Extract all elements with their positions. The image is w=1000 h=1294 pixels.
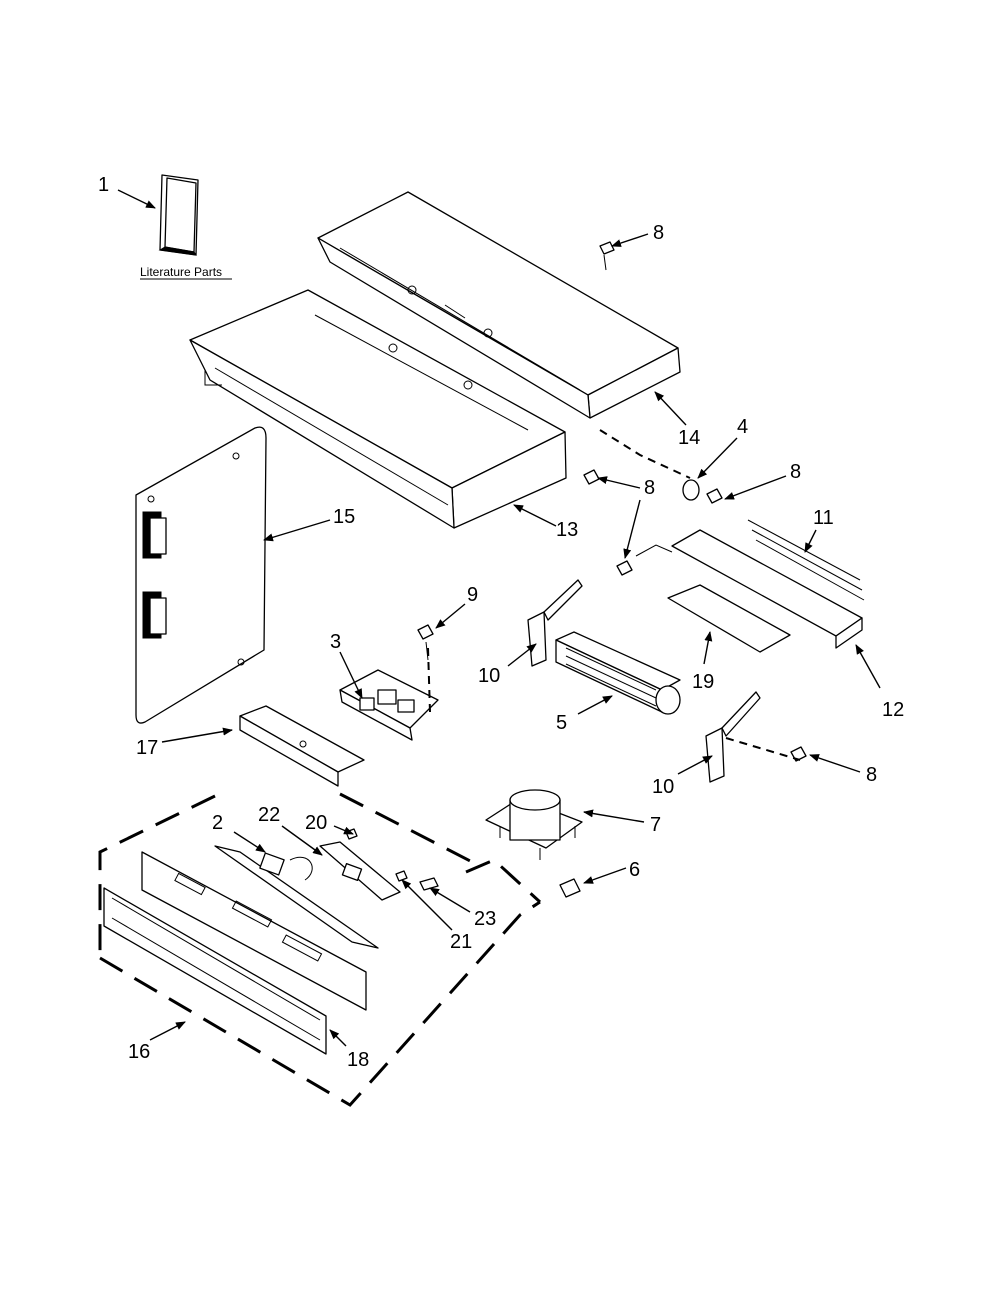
literature-caption: Literature Parts (140, 265, 222, 279)
callout-4: 4 (737, 416, 748, 438)
callout-11: 11 (813, 507, 834, 529)
callout-labels: 1 8 14 4 8 8 13 15 11 9 3 10 12 19 5 17 … (98, 174, 904, 1071)
callout-3: 3 (330, 631, 341, 653)
callout-2: 2 (212, 812, 223, 834)
callout-16: 16 (128, 1041, 150, 1063)
upper-panel (317, 191, 681, 419)
callout-7: 7 (650, 814, 661, 836)
callout-21: 21 (450, 931, 472, 953)
relay-board (339, 669, 439, 741)
callout-5: 5 (556, 712, 567, 734)
screws-and-spacer (417, 241, 807, 898)
cover-bracket (239, 705, 365, 787)
callout-8a: 8 (653, 222, 664, 244)
literature-booklet: Literature Parts (140, 174, 232, 280)
leader-lines (117, 189, 881, 1047)
callout-20: 20 (305, 812, 327, 834)
control-boards (214, 828, 439, 949)
callout-10a: 10 (478, 665, 500, 687)
callout-8b: 8 (790, 461, 801, 483)
callout-18: 18 (347, 1049, 369, 1071)
callout-14: 14 (678, 427, 700, 449)
bracket-assembly (635, 519, 865, 653)
callout-22: 22 (258, 804, 280, 826)
control-panel (103, 851, 367, 1055)
back-panel (135, 426, 267, 724)
callout-10b: 10 (652, 776, 674, 798)
motor-mount (485, 789, 583, 860)
callout-8d: 8 (866, 764, 877, 786)
callout-15: 15 (333, 506, 355, 528)
callout-13: 13 (556, 519, 578, 541)
callout-12: 12 (882, 699, 904, 721)
lower-panel (189, 289, 567, 529)
callout-17: 17 (136, 737, 158, 759)
callout-1: 1 (98, 174, 109, 196)
callout-19: 19 (692, 671, 714, 693)
blower-fan (555, 631, 681, 715)
callout-9: 9 (467, 584, 478, 606)
callout-8c: 8 (644, 477, 655, 499)
callout-23: 23 (474, 908, 496, 930)
callout-6: 6 (629, 859, 640, 881)
